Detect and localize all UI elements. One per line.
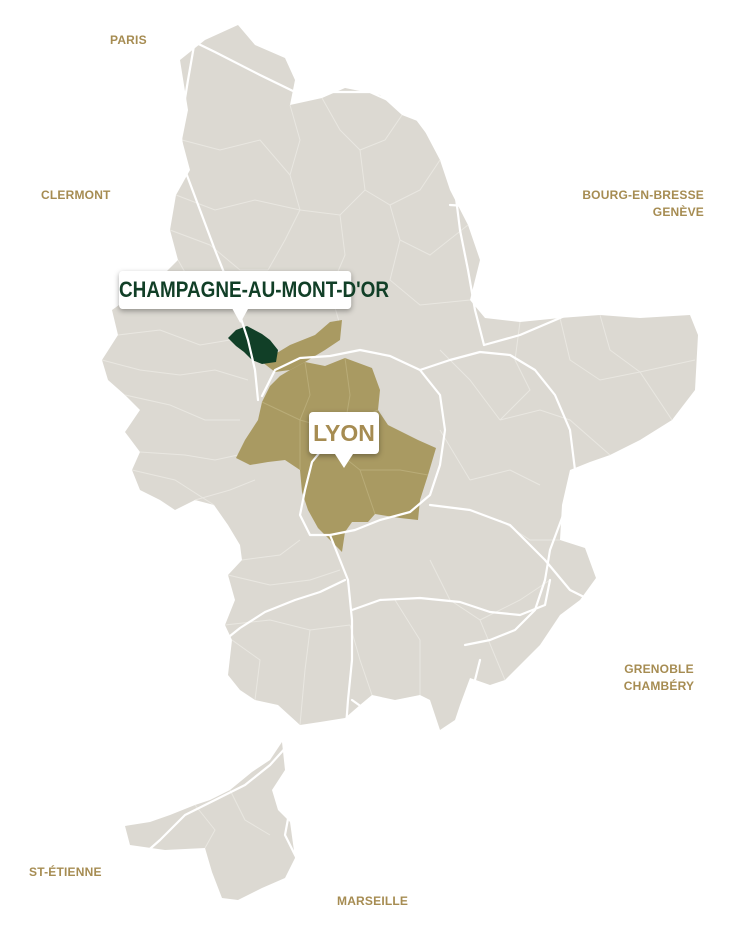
destination-grenoble: GRENOBLE <box>624 662 694 676</box>
road-south-west <box>223 578 347 642</box>
lyon-north-strip <box>262 320 342 372</box>
road-south-far <box>373 658 482 802</box>
destination-clermont: CLERMONT <box>41 188 111 202</box>
metropolis-territory <box>102 25 698 730</box>
destination-chambery: CHAMBÉRY <box>623 679 695 693</box>
road-st-etienne <box>92 743 290 893</box>
road-paris <box>146 11 486 347</box>
road-chambery <box>678 576 747 650</box>
champagne-au-mont-dor-area <box>228 326 278 364</box>
destination-marseille: MARSEILLE <box>337 894 409 908</box>
metropolis-south-arm <box>125 742 295 900</box>
commune-borders <box>101 97 696 849</box>
road-grenoble <box>428 503 715 661</box>
destination-st-etienne: ST-ÉTIENNE <box>29 865 102 879</box>
road-bourg <box>448 203 710 249</box>
road-paris-west <box>178 38 260 402</box>
lyon-callout-label: LYON <box>313 420 375 446</box>
destination-geneve: GENÈVE <box>652 205 704 219</box>
lyon-callout: LYON <box>309 412 379 468</box>
lyon-callout-pointer <box>335 454 353 468</box>
commune-callout-label: CHAMPAGNE-AU-MONT-D'OR <box>119 277 390 302</box>
destination-paris: PARIS <box>110 33 147 47</box>
ring-road <box>260 348 447 537</box>
roads <box>17 11 747 924</box>
road-geneve <box>482 248 705 347</box>
road-marseille <box>283 738 349 924</box>
road-east-ring <box>418 350 577 647</box>
road-east-far <box>698 258 747 442</box>
commune-callout: CHAMPAGNE-AU-MONT-D'OR <box>119 271 389 323</box>
road-marseille-east <box>350 698 467 762</box>
commune-callout-pointer <box>232 309 248 323</box>
road-south-east <box>350 578 552 617</box>
road-south <box>328 533 354 742</box>
destination-bourg-en-bresse: BOURG-EN-BRESSE <box>582 188 704 202</box>
